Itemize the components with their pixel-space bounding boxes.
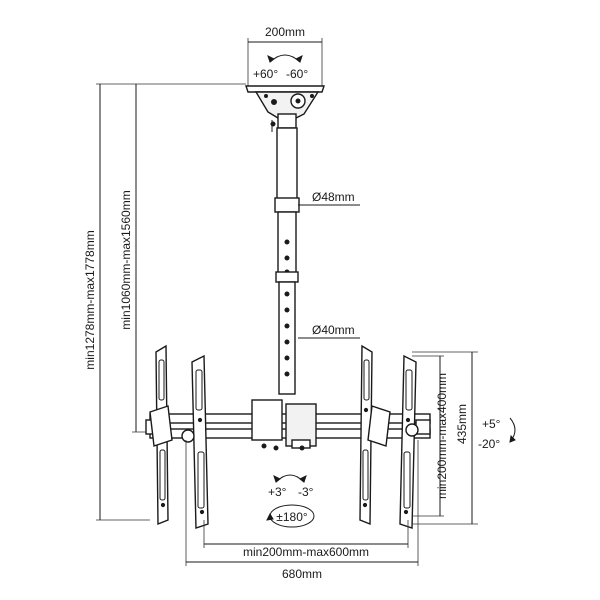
plate-width-dimension: 200mm (247, 25, 323, 90)
vesa-width-dimension (203, 520, 409, 548)
total-height-dimension (96, 83, 246, 521)
swivel-left-label: +3° (268, 485, 287, 499)
inner-tube (275, 211, 299, 395)
ceiling-plate (245, 85, 325, 132)
total-width-label: 680mm (282, 567, 322, 581)
outer-tube (274, 127, 300, 213)
right-front-bracket (399, 354, 417, 529)
outer-tube-label: Ø48mm (312, 190, 355, 204)
plate-tilt-left-label: +60° (253, 67, 278, 81)
plate-tilt-right-label: -60° (286, 67, 308, 81)
total-width-dimension (185, 440, 419, 566)
vesa-width-label: min200mm-max600mm (243, 545, 369, 559)
right-rear-bracket (359, 344, 373, 526)
tilt-arrow-icon (509, 417, 516, 443)
pole-height-label: min1060mm-max1560mm (119, 190, 133, 329)
bracket-height-label: 435mm (455, 404, 469, 444)
tilt-up-label: +5° (482, 417, 501, 431)
total-height-label: min1278mm-max1778mm (83, 230, 97, 369)
inner-tube-label: Ø40mm (312, 323, 355, 337)
rotation-badge (266, 504, 315, 528)
left-bracket-clamp (149, 405, 195, 447)
tilt-down-label: -20° (478, 437, 500, 451)
vesa-height-label: min200mm-max400mm (435, 373, 449, 499)
pole-height-dimension (132, 84, 150, 433)
plate-rotation-arrow-icon (267, 54, 303, 63)
center-hub (251, 399, 317, 451)
vesa-height-dimension (412, 355, 444, 517)
swivel-arrow-icon (273, 474, 307, 483)
bracket-height-dimension (412, 351, 478, 525)
rotation-label: ±180° (276, 510, 308, 524)
plate-width-label: 200mm (265, 25, 305, 39)
swivel-right-label: -3° (298, 485, 314, 499)
left-front-bracket (191, 354, 209, 529)
right-bracket-clamp (367, 405, 419, 447)
